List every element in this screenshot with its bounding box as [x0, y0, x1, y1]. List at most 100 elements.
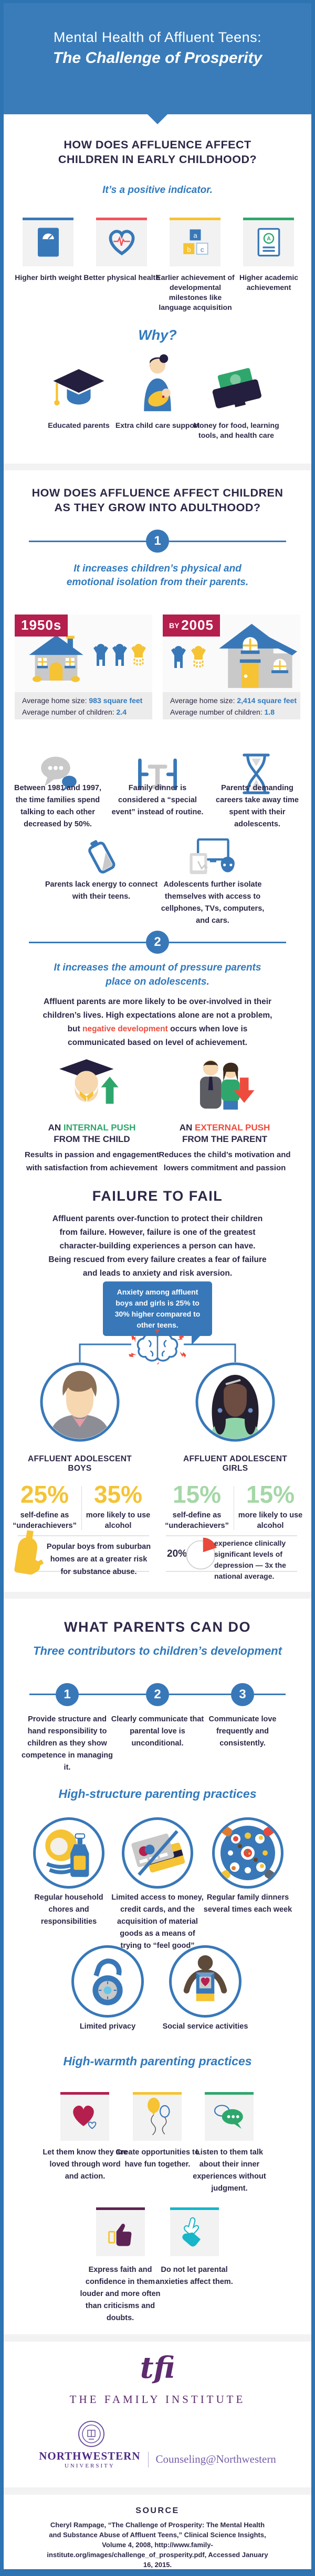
frame-border-right [311, 0, 315, 2576]
high-structure-item: Regular household chores and responsibil… [34, 1893, 103, 1926]
indicator-card-birth-weight [23, 218, 74, 266]
warmth-card-anxieties [170, 2207, 219, 2256]
note-rule [18, 1535, 149, 1536]
counseling-wordmark: Counseling@Northwestern [155, 2453, 276, 2465]
parents-heading: WHAT PARENTS CAN DO [64, 1619, 251, 1635]
tfi-logo: tfi [140, 2351, 175, 2385]
card-color-bar [96, 218, 147, 220]
point-number-badge: 2 [146, 931, 169, 954]
frame-border-left [0, 0, 4, 2576]
dinner-table-icon [126, 750, 189, 798]
dishes-icon [33, 1817, 104, 1889]
balloons-icon [142, 2097, 173, 2139]
point2-subtitle: It increases the amount of pressure pare… [54, 962, 261, 987]
era-stats: Average home size: 2,414 square feet Ave… [163, 692, 300, 719]
why-item-label: Extra child care support [115, 421, 200, 429]
family-figures-icon [92, 642, 147, 686]
depression-pie-chart [185, 1536, 219, 1573]
warmth-card-love [60, 2092, 109, 2141]
contributor-text: Communicate love frequently and consiste… [208, 1715, 277, 1748]
family-institute-wordmark: THE FAMILY INSTITUTE [69, 2393, 246, 2406]
era-card-1950s: Average home size: 983 square feet Avera… [15, 615, 152, 719]
external-push-title: AN EXTERNAL PUSH FROM THE PARENT [179, 1123, 270, 1144]
point-number-badge: 1 [146, 530, 169, 553]
wallet-icon [194, 350, 278, 412]
high-structure-item: Limited privacy [79, 2022, 136, 2031]
external-push-desc: Reduces the child’s motivation and lower… [159, 1150, 291, 1172]
stat-label: more likely to use alcohol [238, 1511, 303, 1530]
high-structure-title: High-structure parenting practices [58, 1787, 257, 1801]
point1-subtitle: It increases children’s physical and emo… [66, 563, 249, 588]
warmth-card-fun [133, 2092, 182, 2141]
header-pointer-triangle [148, 114, 167, 124]
section-divider-band [4, 2334, 311, 2342]
isolation-fact: Adolescents further isolate themselves w… [161, 880, 265, 925]
depression-note: experience clinically significant levels… [214, 1539, 286, 1580]
section1-subtitle: It’s a positive indicator. [102, 185, 213, 196]
warmth-item: Listen to them talk about their inner ex… [193, 2148, 266, 2193]
warmth-card-listen [205, 2092, 254, 2141]
northwestern-wordmark: NORTHWESTERN [39, 2450, 141, 2462]
indicator-label: Higher birth weight [15, 273, 82, 282]
contributor-number: 2 [146, 1683, 169, 1706]
chat-bubbles-icon [212, 2103, 247, 2133]
indicator-card-academic: A [243, 218, 294, 266]
no-credit-card-icon [122, 1817, 193, 1889]
high-warmth-title: High-warmth parenting practices [63, 2054, 252, 2068]
stat-label: self-define as “underachievers” [13, 1511, 77, 1530]
stat-label: more likely to use alcohol [86, 1511, 151, 1530]
lockup-divider [148, 2451, 149, 2467]
heart-icon [69, 2102, 101, 2134]
era-badge-1950s: 1950s [15, 615, 68, 637]
svg-text:b: b [187, 245, 191, 253]
warmth-item: Do not let parental anxieties affect the… [155, 2266, 233, 2286]
warmth-item: Create opportunities to have fun togethe… [116, 2148, 200, 2169]
stat-divider [81, 1486, 82, 1530]
boy-avatar [40, 1362, 120, 1442]
note-rule [166, 1535, 297, 1536]
boys-label: AFFLUENT ADOLESCENT BOYS [27, 1454, 132, 1473]
card-color-bar [243, 218, 294, 220]
big-house-icon [213, 621, 297, 693]
contributor-number: 3 [231, 1683, 254, 1706]
indicator-label: Higher academic achievement [239, 273, 299, 292]
high-structure-item: Limited access to money, credit cards, a… [111, 1893, 204, 1950]
page-title-line1: Mental Health of Affluent Teens: [53, 29, 262, 45]
section-divider-band [4, 1592, 311, 1599]
failure-paragraph: Affluent parents over-function to protec… [48, 1214, 267, 1278]
section-divider-band [4, 464, 311, 470]
warmth-card-faith [96, 2207, 145, 2256]
indicator-card-physical-health [96, 218, 147, 266]
speech-bubbles-icon [27, 750, 90, 798]
padlock-icon [71, 1945, 144, 2018]
note-rule [18, 1571, 149, 1572]
page-title-line2: The Challenge of Prosperity [52, 49, 262, 67]
stat-value: 15% [172, 1481, 222, 1508]
holding-hands-icon [178, 2217, 211, 2250]
northwestern-lockup: NORTHWESTERN UNIVERSITY Counseling@North… [0, 2450, 315, 2469]
battery-icon [70, 838, 133, 876]
source-heading: SOURCE [135, 2506, 180, 2515]
warmth-item: Express faith and confidence in them lou… [80, 2266, 161, 2322]
contributor-number: 1 [56, 1683, 79, 1706]
card-color-bar [23, 218, 74, 220]
heart-health-icon [107, 228, 137, 260]
family-figures-icon [170, 644, 208, 688]
era-badge-2005: BY 2005 [163, 615, 220, 637]
northwestern-seal-icon [78, 2420, 105, 2450]
point-divider-1: 1 [29, 530, 286, 554]
era-stats: Average home size: 983 square feet Avera… [15, 692, 152, 719]
isolation-fact: Between 1981 and 1997, the time families… [14, 784, 102, 828]
contributor-text: Provide structure and hand responsibilit… [21, 1715, 113, 1772]
svg-text:c: c [200, 245, 204, 253]
small-house-icon [24, 629, 88, 686]
source-citation: Cheryl Rampage, “The Challenge of Prospe… [47, 2521, 268, 2569]
indicator-label: Better physical health [83, 273, 160, 282]
depression-percent: 20% [167, 1548, 187, 1559]
boys-substance-note: Popular boys from suburban homes are at … [46, 1543, 151, 1576]
hourglass-icon [225, 750, 288, 798]
